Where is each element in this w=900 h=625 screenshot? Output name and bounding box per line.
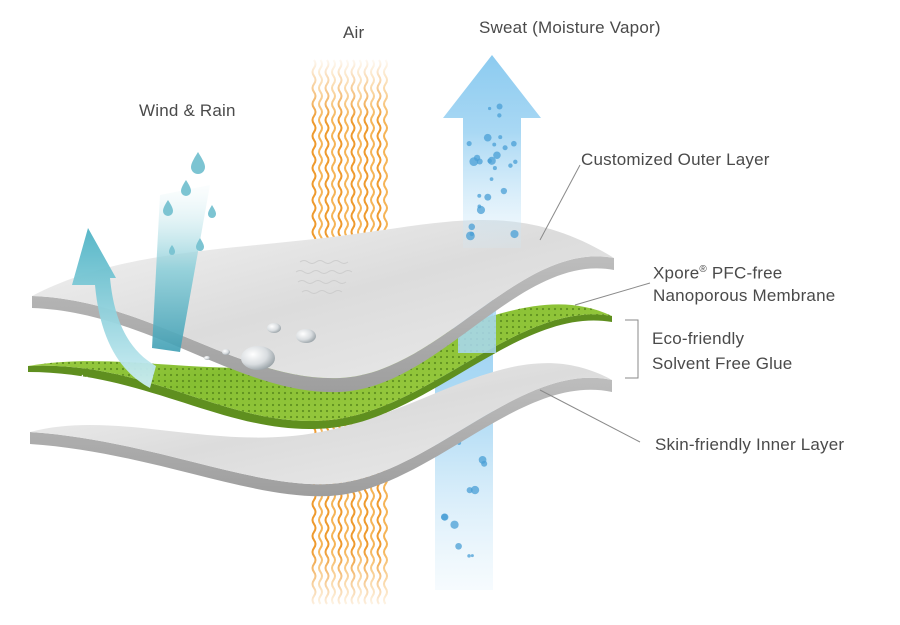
- inner-layer: [30, 363, 612, 497]
- sweat-arrow: [443, 55, 541, 248]
- membrane-label-line1: Xpore® PFC-free: [653, 263, 783, 283]
- inner-layer-label: Skin-friendly Inner Layer: [655, 435, 845, 454]
- deflect-arrow: [72, 228, 156, 388]
- leader-membrane: [574, 282, 651, 306]
- wind-rain-label: Wind & Rain: [139, 101, 236, 120]
- glue-label-line2: Solvent Free Glue: [652, 354, 793, 373]
- sweat-label: Sweat (Moisture Vapor): [479, 18, 661, 37]
- wind-rain-stream: [152, 152, 216, 352]
- air-label: Air: [343, 23, 365, 42]
- water-droplets: [204, 323, 316, 370]
- leader-inner: [539, 389, 641, 443]
- membrane-label-line2: Nanoporous Membrane: [653, 286, 836, 305]
- outer-layer-label: Customized Outer Layer: [581, 150, 770, 169]
- glue-bracket: [625, 319, 639, 379]
- leader-outer: [539, 164, 581, 241]
- glue-label-line1: Eco-friendly: [652, 329, 745, 348]
- leader-lines: [539, 164, 651, 443]
